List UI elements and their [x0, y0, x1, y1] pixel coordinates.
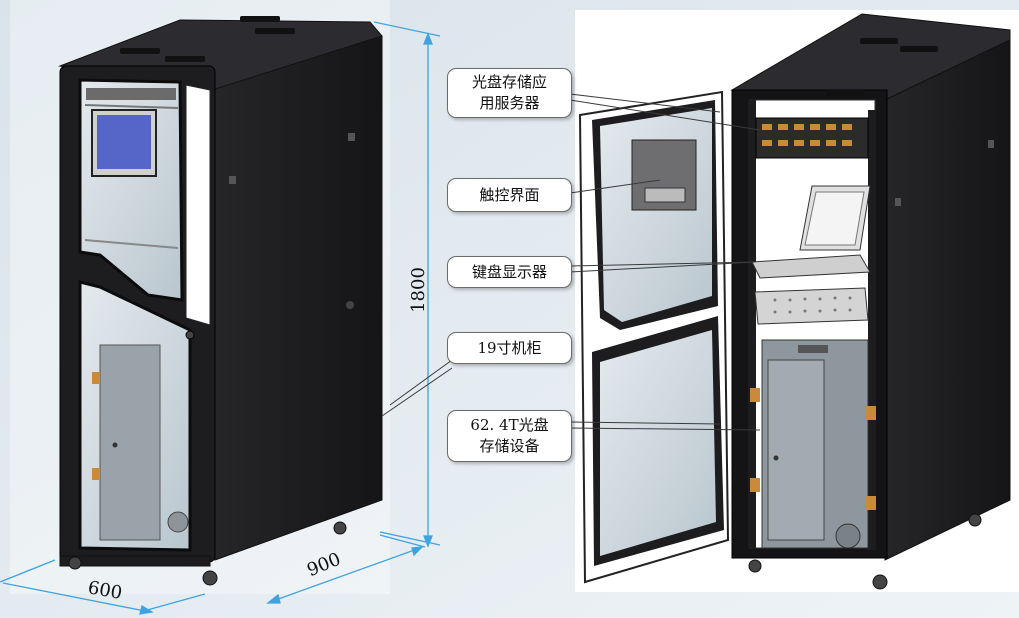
callout-kvm-label: 键盘显示器 [471, 262, 547, 281]
dimension-lines [0, 21, 441, 615]
touch-screen [97, 115, 151, 169]
callout-cabinet: 19寸机柜 [447, 332, 572, 364]
callout-cabinet-label: 19寸机柜 [477, 338, 542, 357]
callout-storage: 62. 4T光盘 存储设备 [447, 410, 572, 462]
height-dimension: 1800 [408, 267, 429, 313]
callout-touch-interface: 触控界面 [447, 178, 572, 212]
callout-server-line2: 用服务器 [479, 94, 540, 112]
callout-storage-line1: 62. 4T光盘 [470, 416, 549, 434]
callout-kvm: 键盘显示器 [447, 256, 572, 288]
left-cabinet [58, 16, 383, 586]
callout-touch-label: 触控界面 [479, 185, 540, 204]
callout-server-line1: 光盘存储应 [471, 73, 547, 91]
right-cabinet [730, 13, 1011, 590]
open-door [578, 90, 730, 584]
callout-server: 光盘存储应 用服务器 [447, 68, 572, 118]
callout-storage-line2: 存储设备 [479, 437, 540, 455]
leader-lines [381, 93, 761, 431]
